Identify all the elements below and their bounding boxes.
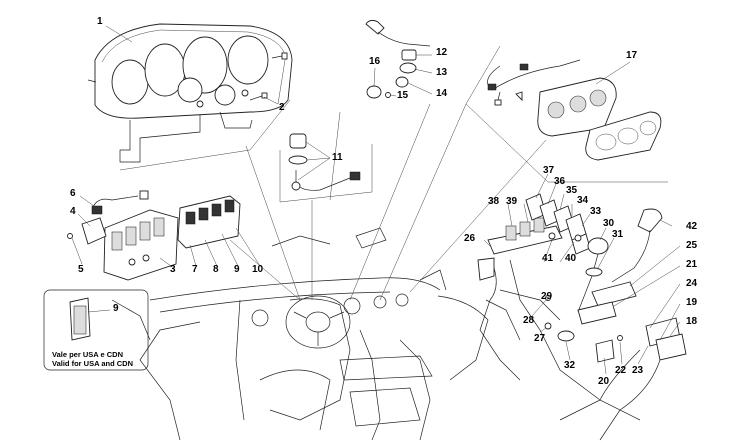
callout-4: 4: [70, 206, 76, 217]
callout-12: 12: [436, 47, 448, 58]
callout-2: 2: [279, 102, 285, 113]
inset-frame: [43, 289, 149, 371]
callout-26: 26: [464, 233, 476, 244]
callout-11: 11: [332, 152, 343, 163]
instrument-cluster: [87, 23, 293, 163]
inset-note-line1: Vale per USA e CDN: [52, 350, 123, 359]
dashboard-interior: [111, 227, 489, 441]
bulb-socket: [288, 133, 361, 191]
callout-37: 37: [543, 165, 555, 176]
callout-25: 25: [686, 240, 698, 251]
inset-switch: [69, 297, 91, 341]
callout-7: 7: [192, 264, 198, 275]
callout-41: 41: [542, 253, 554, 264]
callout-19: 19: [686, 297, 698, 308]
callout-34: 34: [577, 195, 589, 206]
callout-9-inset: 9: [113, 303, 119, 314]
callout-40: 40: [565, 253, 577, 264]
callout-28: 28: [523, 315, 535, 326]
callout-21: 21: [686, 259, 698, 270]
switch-panel: [67, 190, 241, 281]
callout-6: 6: [70, 188, 76, 199]
callout-17: 17: [626, 50, 638, 61]
climate-control-panel: [487, 59, 662, 161]
callout-8: 8: [213, 264, 219, 275]
callout-13: 13: [436, 67, 448, 78]
callout-5: 5: [78, 264, 84, 275]
callout-3: 3: [170, 264, 176, 275]
callout-39: 39: [506, 196, 518, 207]
callout-1: 1: [97, 16, 103, 27]
inset-note-line2: Valid for USA and CDN: [52, 358, 133, 368]
callout-18: 18: [686, 316, 698, 327]
inset-note: Vale per USA e CDN Valid for USA and CDN: [52, 350, 133, 368]
callout-29: 29: [541, 291, 553, 302]
callout-15: 15: [397, 90, 409, 101]
callout-23: 23: [632, 365, 644, 376]
callout-9: 9: [234, 264, 240, 275]
right-switch-assembly: [477, 193, 687, 441]
callout-27: 27: [534, 333, 546, 344]
callout-36: 36: [554, 176, 566, 187]
callout-31: 31: [612, 229, 624, 240]
callout-33: 33: [590, 206, 602, 217]
callout-14: 14: [436, 88, 448, 99]
callout-32: 32: [564, 360, 576, 371]
callout-35: 35: [566, 185, 578, 196]
callout-38: 38: [488, 196, 500, 207]
bulb-holder-group: [365, 19, 431, 99]
callout-16: 16: [369, 56, 381, 67]
callout-42: 42: [686, 221, 698, 232]
callout-20: 20: [598, 376, 610, 387]
callout-22: 22: [615, 365, 627, 376]
callout-10: 10: [252, 264, 264, 275]
callout-30: 30: [603, 218, 615, 229]
callout-24: 24: [686, 278, 698, 289]
